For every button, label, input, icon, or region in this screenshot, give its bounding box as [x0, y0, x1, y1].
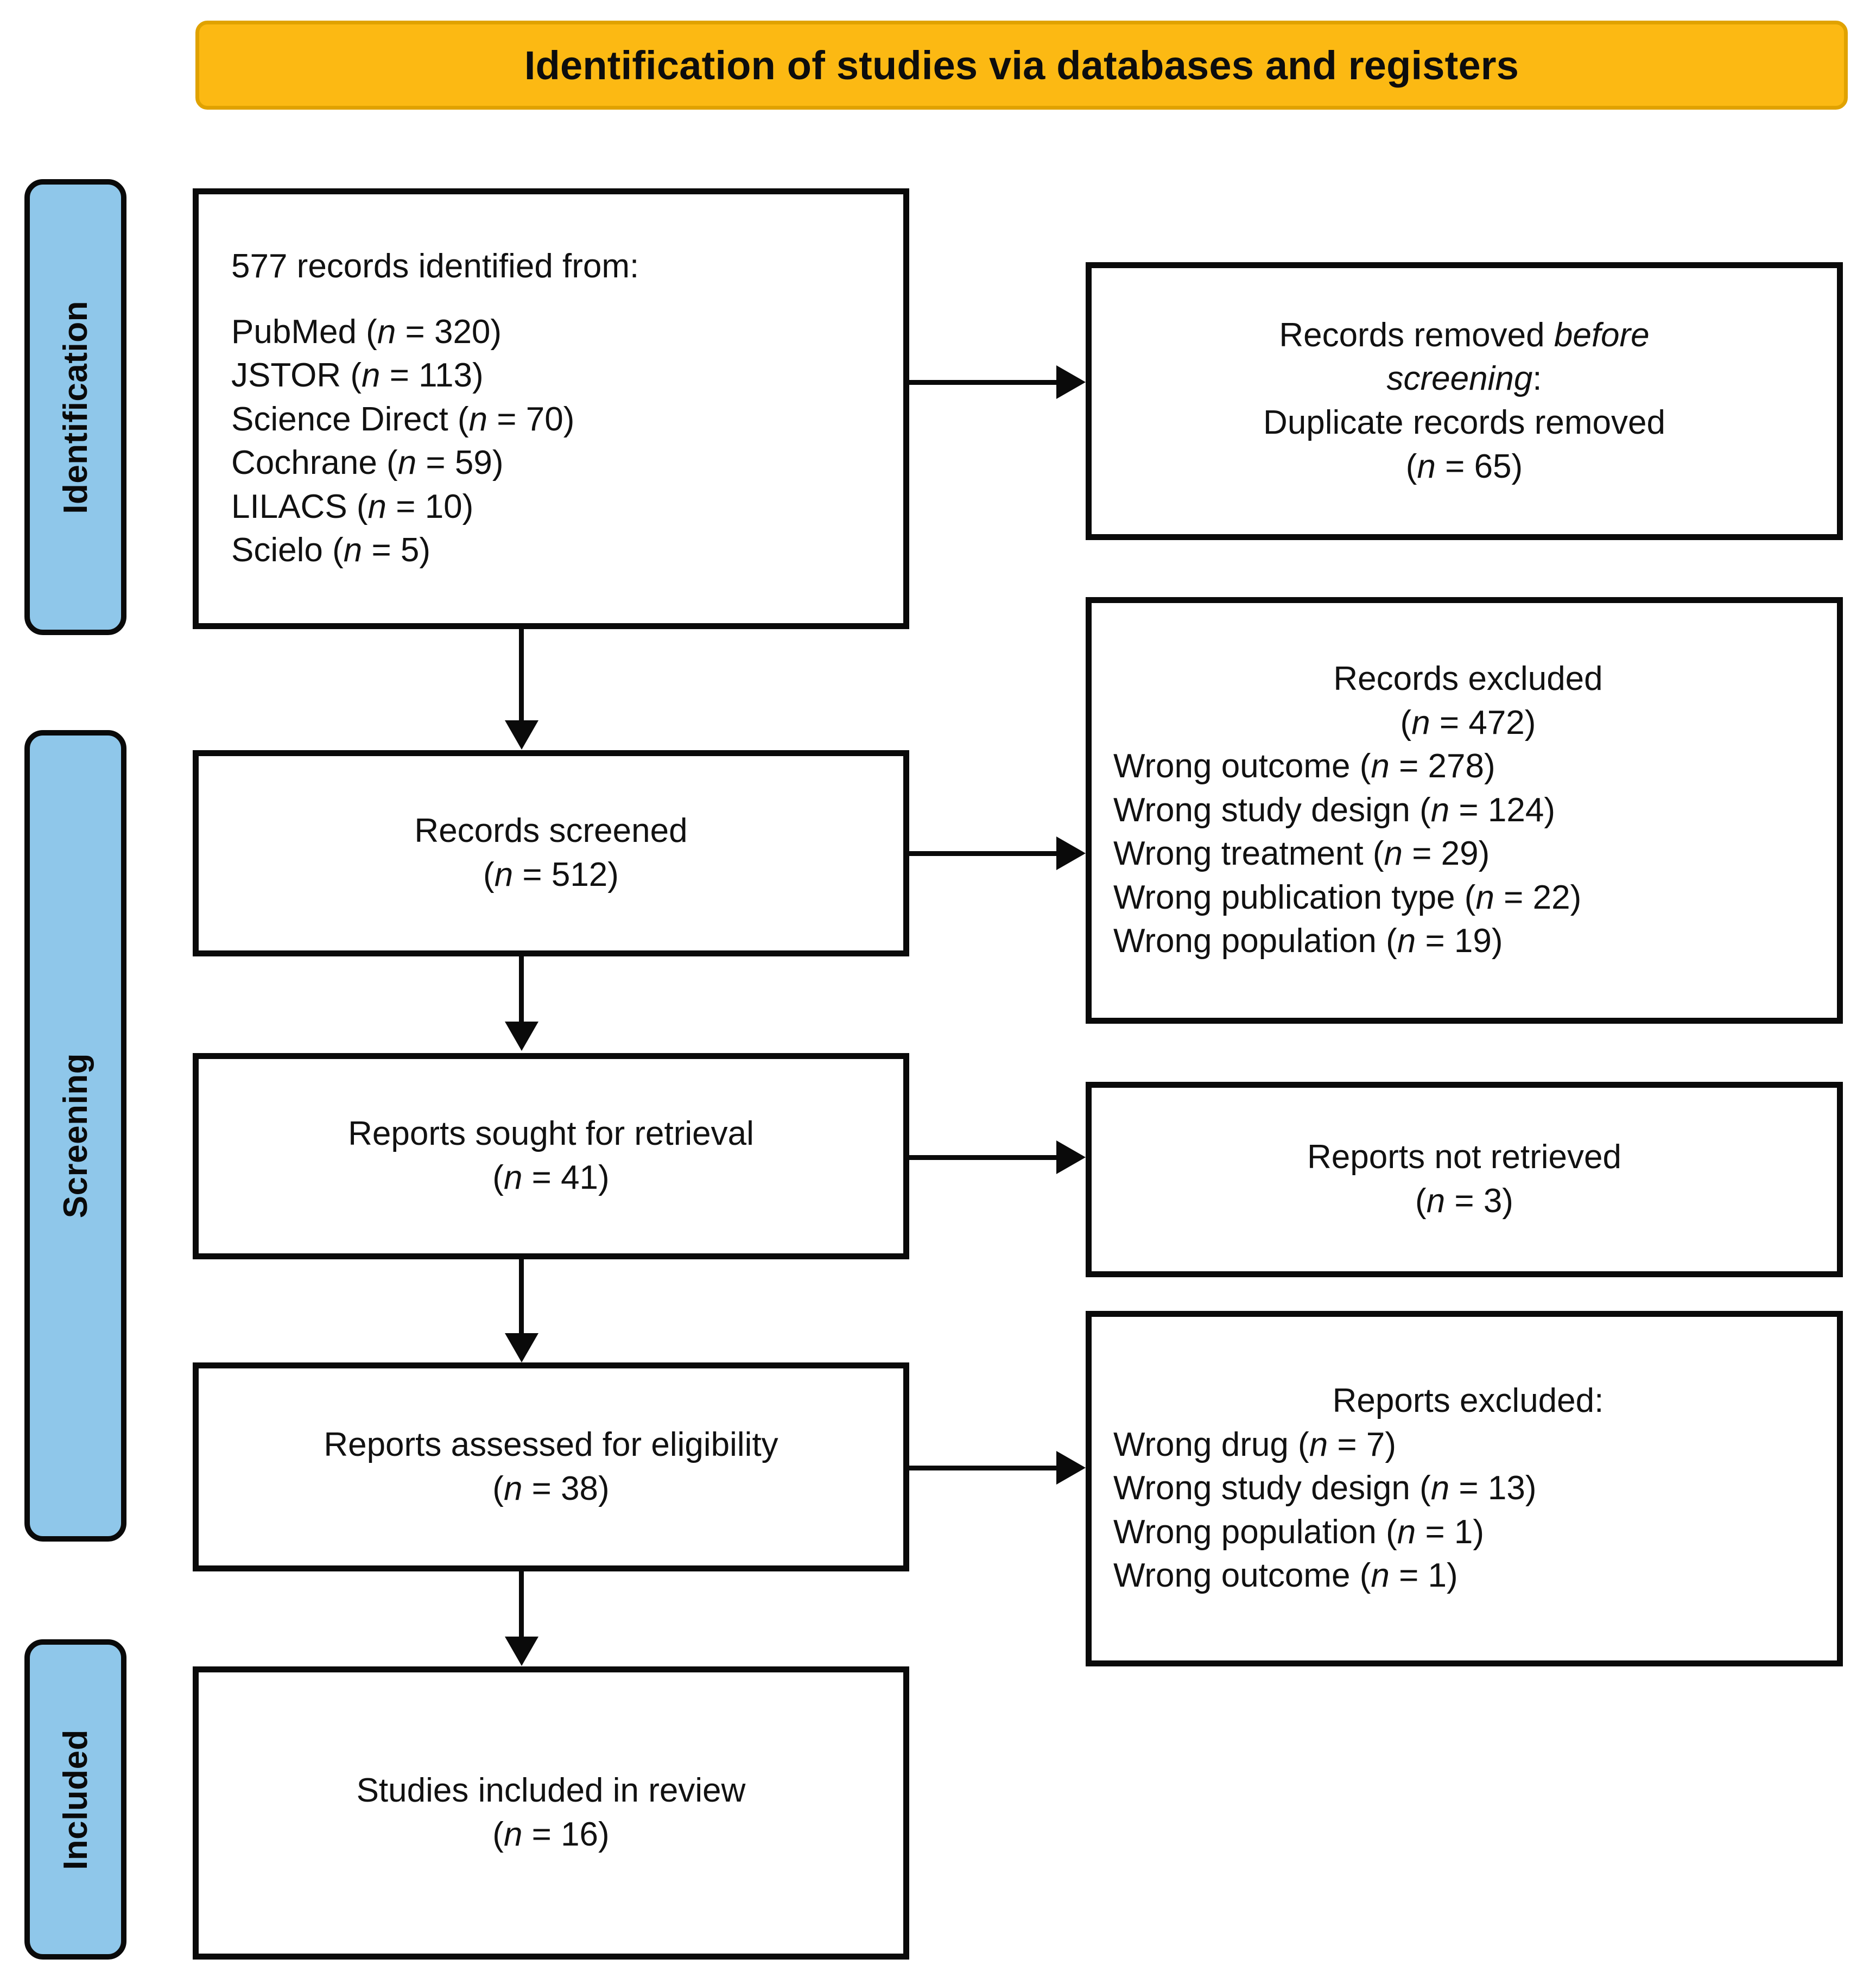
source-science-direct: Science Direct (n = 70) [231, 400, 575, 438]
studies-included-count: (n = 16) [492, 1816, 610, 1853]
arrow-assessed-to-included-shaft [519, 1571, 524, 1637]
records-excluded-reason-4: Wrong population (n = 19) [1113, 922, 1503, 960]
stage-label-screening: Screening [24, 730, 126, 1542]
arrow-identified-to-screened-shaft [519, 629, 524, 720]
source-jstor: JSTOR (n = 113) [231, 357, 484, 395]
records-excluded-reason-0: Wrong outcome (n = 278) [1113, 747, 1495, 785]
records-excluded-reason-2: Wrong treatment (n = 29) [1113, 835, 1490, 873]
reports-excluded-reason-0: Wrong drug (n = 7) [1113, 1425, 1396, 1463]
arrow-sought-to-assessed-shaft [519, 1259, 524, 1333]
stage-label-identification-text: Identification [56, 300, 94, 514]
removed-count: (n = 65) [1405, 447, 1523, 485]
box-records-screened: Records screened (n = 512) [193, 750, 909, 956]
reports-excluded-reason-3: Wrong outcome (n = 1) [1113, 1557, 1458, 1595]
records-screened-label: Records screened [414, 812, 688, 850]
stage-label-included: Included [24, 1639, 126, 1960]
arrow-assessed-to-reports-excluded-head [1056, 1451, 1086, 1485]
arrow-identified-to-removed-head [1056, 365, 1086, 399]
removed-line-3: Duplicate records removed [1263, 404, 1665, 441]
removed-line-1: Records removed before [1279, 316, 1650, 354]
reports-not-retrieved-label: Reports not retrieved [1307, 1138, 1621, 1176]
records-excluded-reason-1: Wrong study design (n = 124) [1113, 791, 1555, 829]
reports-not-retrieved-count: (n = 3) [1415, 1182, 1513, 1220]
arrow-screened-to-excluded-shaft [909, 851, 1056, 856]
arrow-screened-to-sought-head [505, 1022, 538, 1051]
studies-included-label: Studies included in review [356, 1772, 746, 1810]
source-cochrane: Cochrane (n = 59) [231, 444, 504, 482]
reports-assessed-count: (n = 38) [492, 1469, 610, 1507]
box-records-removed-before-screening: Records removed before screening: Duplic… [1086, 262, 1843, 540]
box-reports-sought-for-retrieval: Reports sought for retrieval (n = 41) [193, 1053, 909, 1259]
diagram-header-banner: Identification of studies via databases … [195, 21, 1848, 110]
stage-label-screening-text: Screening [56, 1053, 94, 1219]
arrow-identified-to-screened-head [505, 720, 538, 750]
reports-sought-count: (n = 41) [492, 1159, 610, 1196]
arrow-screened-to-excluded-head [1056, 836, 1086, 870]
box-reports-assessed-for-eligibility: Reports assessed for eligibility (n = 38… [193, 1362, 909, 1571]
reports-excluded-reason-2: Wrong population (n = 1) [1113, 1513, 1485, 1551]
reports-assessed-label: Reports assessed for eligibility [324, 1425, 778, 1463]
stage-label-included-text: Included [56, 1729, 94, 1870]
arrow-assessed-to-reports-excluded-shaft [909, 1466, 1056, 1470]
source-pubmed: PubMed (n = 320) [231, 313, 502, 351]
arrow-sought-to-not-retrieved-shaft [909, 1155, 1056, 1160]
box-reports-excluded: Reports excluded: Wrong drug (n = 7) Wro… [1086, 1311, 1843, 1666]
records-excluded-count: (n = 472) [1400, 703, 1536, 741]
records-identified-heading: 577 records identified from: [231, 247, 639, 285]
reports-sought-label: Reports sought for retrieval [348, 1115, 754, 1153]
arrow-assessed-to-included-head [505, 1637, 538, 1666]
arrow-screened-to-sought-shaft [519, 956, 524, 1022]
box-records-identified: 577 records identified from: PubMed (n =… [193, 188, 909, 629]
reports-excluded-reason-1: Wrong study design (n = 13) [1113, 1469, 1537, 1507]
source-scielo: Scielo (n = 5) [231, 531, 431, 569]
reports-excluded-label: Reports excluded: [1332, 1382, 1604, 1420]
stage-label-identification: Identification [24, 179, 126, 635]
source-lilacs: LILACS (n = 10) [231, 487, 474, 525]
box-records-excluded: Records excluded (n = 472) Wrong outcome… [1086, 597, 1843, 1024]
removed-line-2: screening: [1386, 360, 1542, 398]
arrow-sought-to-not-retrieved-head [1056, 1140, 1086, 1174]
records-screened-count: (n = 512) [483, 856, 619, 893]
records-excluded-reason-3: Wrong publication type (n = 22) [1113, 878, 1582, 916]
box-reports-not-retrieved: Reports not retrieved (n = 3) [1086, 1082, 1843, 1277]
arrow-sought-to-assessed-head [505, 1333, 538, 1362]
banner-title: Identification of studies via databases … [524, 42, 1519, 88]
arrow-identified-to-removed-shaft [909, 380, 1056, 385]
records-excluded-label: Records excluded [1333, 660, 1603, 698]
box-studies-included-in-review: Studies included in review (n = 16) [193, 1666, 909, 1960]
